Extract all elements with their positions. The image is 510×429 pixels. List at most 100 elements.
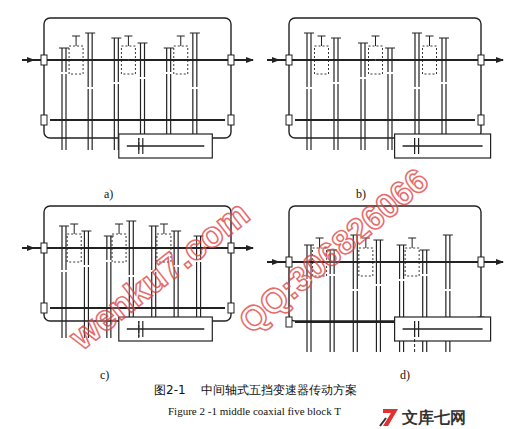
shift-fork [163,224,164,234]
reverse-mesh [414,138,415,150]
reverse-mesh [414,321,415,352]
counter-gear [380,286,381,352]
main-gear [333,38,334,82]
bearing [41,243,47,253]
figure-caption: 图2-1 中间轴式五挡变速器传动方案 [154,384,357,397]
shift-fork [321,36,322,46]
shift-fork [372,36,380,37]
reverse-mesh [138,321,139,338]
countershaft [295,119,475,121]
gear-rim [126,221,136,222]
bearing [478,115,484,125]
input-shaft [267,59,375,61]
main-gear [118,38,119,82]
shift-fork [76,36,77,46]
gear-rim [81,231,91,232]
main-gear [114,38,115,82]
reverse-idler-gear [418,321,419,337]
bearing [228,115,234,125]
reverse-idler-gear [138,321,139,337]
gear-rim [190,33,200,34]
counter-gear [387,74,388,150]
main-gear [61,48,62,72]
output-arrow [489,59,503,61]
gearbox-housing [289,18,481,138]
input-arrow [22,247,34,249]
gear-rim [443,235,453,236]
gear-rim [59,226,69,227]
output-arrow [489,261,503,263]
counter-gear [357,291,358,352]
counter-gear [92,89,93,150]
site-logo-seven [380,409,398,426]
gear-rim [149,226,159,227]
counter-gear [364,79,365,150]
site-logo-text: 文库七网 [402,409,466,427]
bearing [41,115,47,125]
gear-rim [385,48,395,49]
bearing [286,115,292,125]
main-gear [196,33,197,87]
main-gear [65,226,66,270]
main-gear [399,245,400,279]
shift-fork [160,224,168,225]
counter-gear [310,89,311,150]
shift-fork [70,224,78,225]
panel-label: c) [100,369,109,382]
synchronizer [315,46,329,74]
counter-gear [360,79,361,150]
main-gear [88,231,89,265]
main-gear [133,221,134,275]
synchronizer [69,46,83,74]
gear-rim [59,48,69,49]
main-gear [426,250,427,274]
counter-gear [333,84,334,150]
bearing [41,55,47,65]
output-arrow [239,247,253,249]
synchronizer [369,46,383,74]
counter-gear [61,74,62,150]
main-gear [441,38,442,82]
shift-fork [128,36,129,46]
synchronizer [121,46,135,74]
main-gear [414,33,415,87]
shift-fork [429,36,430,46]
reverse-housing [119,134,213,158]
shift-fork [318,36,326,37]
main-gear [166,48,167,72]
gear-rim [85,33,95,34]
reverse-idler-gear [414,138,415,154]
gear-rim [171,231,181,232]
counter-gear [65,74,66,150]
counter-gear [61,272,62,338]
input-shaft [22,59,128,61]
shift-fork [119,224,120,234]
shift-fork [177,36,185,37]
reverse-idler-gear [138,138,139,154]
counter-gear [306,89,307,150]
gear-rim [331,38,341,39]
main-gear [88,33,89,87]
counter-gear [334,276,335,352]
counter-gear [114,84,115,150]
input-arrow [267,261,279,263]
main-gear [192,33,193,87]
panel-label: d) [400,369,410,382]
panel-label: a) [104,188,113,201]
main-gear [445,235,446,289]
reverse-mesh [138,138,139,150]
main-gear [376,240,377,284]
synchronizer [67,234,81,262]
counter-gear [88,89,89,150]
input-arrow [22,59,34,61]
synchronizer [174,46,188,74]
gear-rim [164,48,174,49]
gear-rim [304,33,314,34]
main-gear [110,236,111,260]
gear-rim [397,245,407,246]
counter-gear [391,74,392,150]
figure-caption-english: Figure 2 -1 middle coaxial five block T [168,405,341,417]
main-gear [422,250,423,274]
reverse-idler-gear [418,138,419,154]
